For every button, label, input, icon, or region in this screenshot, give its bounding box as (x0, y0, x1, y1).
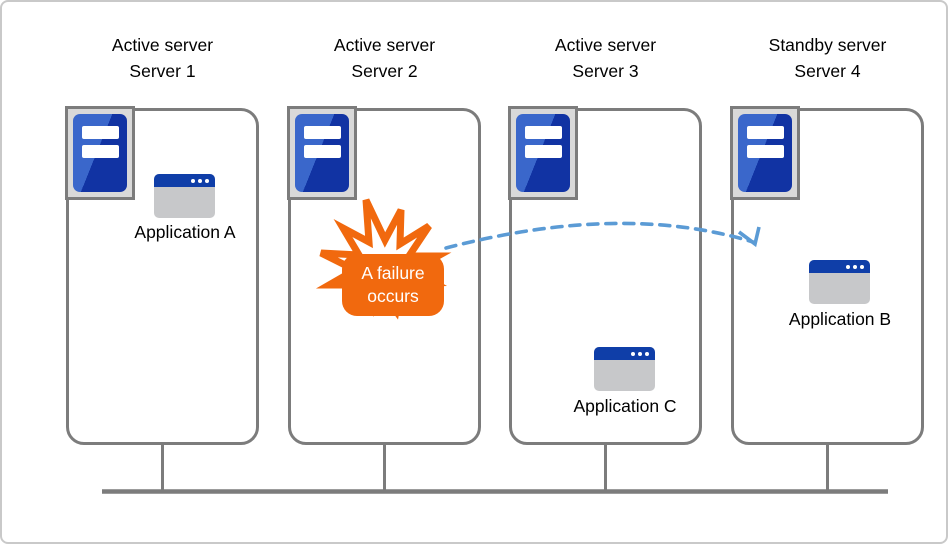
tower-slot (747, 126, 784, 139)
app-label-b: Application B (788, 309, 892, 329)
server-tower-icon (73, 114, 127, 192)
server-chip (287, 106, 357, 200)
server-chip (508, 106, 578, 200)
server-group-1: Active server Server 1 (65, 2, 259, 542)
server-chip (65, 106, 135, 200)
server-group-4: Standby server Server 4 (730, 2, 924, 542)
server-tower-icon (516, 114, 570, 192)
tower-slot (747, 145, 784, 158)
server-role: Active server (333, 35, 436, 55)
server-name: Server 2 (351, 61, 418, 81)
tower-slot (525, 126, 562, 139)
server-title: Active server Server 3 (489, 32, 722, 84)
tower-slot (82, 145, 119, 158)
server-name: Server 4 (794, 61, 861, 81)
server-name: Server 3 (572, 61, 639, 81)
app-window-icon (154, 174, 215, 218)
server-group-3: Active server Server 3 (508, 2, 702, 542)
server-title: Active server Server 2 (268, 32, 501, 84)
failure-text-line1: A failure (361, 263, 425, 283)
server-role: Active server (111, 35, 214, 55)
tower-slot (82, 126, 119, 139)
app-label-c: Application C (573, 396, 677, 416)
app-window-titlebar (809, 260, 870, 273)
server-title: Active server Server 1 (46, 32, 279, 84)
tower-slot (525, 145, 562, 158)
failure-callout: A failure occurs (342, 254, 444, 316)
server-role: Standby server (768, 35, 887, 55)
server-title: Standby server Server 4 (711, 32, 944, 84)
server-tower-icon (295, 114, 349, 192)
server-role: Active server (554, 35, 657, 55)
app-window-icon (809, 260, 870, 304)
app-window-titlebar (154, 174, 215, 187)
failure-text-line2: occurs (367, 286, 419, 306)
tower-slot (304, 126, 341, 139)
server-name: Server 1 (129, 61, 196, 81)
server-chip (730, 106, 800, 200)
app-label-a: Application A (134, 222, 236, 242)
tower-slot (304, 145, 341, 158)
server-tower-icon (738, 114, 792, 192)
app-window-icon (594, 347, 655, 391)
app-window-titlebar (594, 347, 655, 360)
